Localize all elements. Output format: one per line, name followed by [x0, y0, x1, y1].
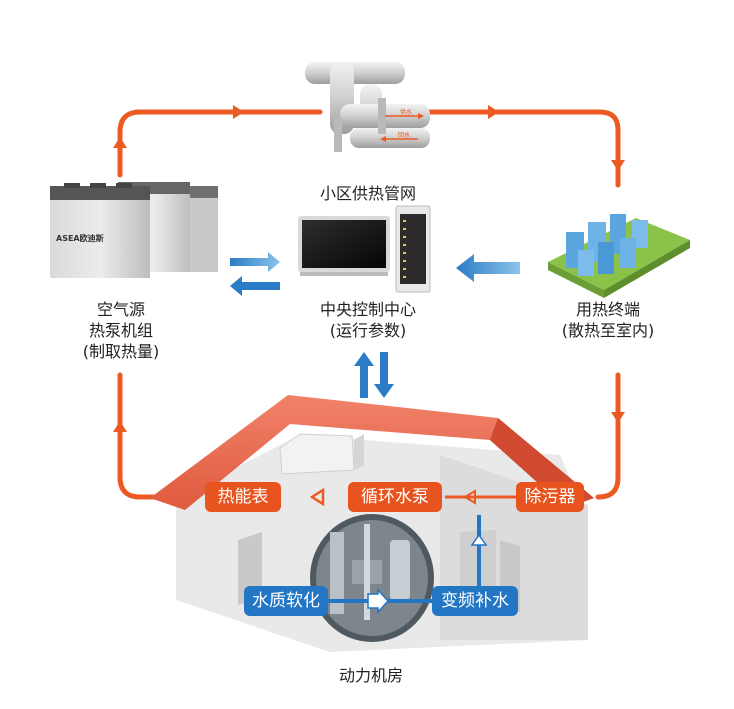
pipe-label-return: 回水	[398, 131, 410, 139]
flow-loop	[117, 109, 621, 500]
plant-room-label: 动力机房	[338, 666, 403, 685]
arrow-terminal-to-control	[456, 254, 520, 282]
water-softening-tag: 水质软化	[244, 586, 328, 616]
heat-pump-label: 空气源 热泵机组 (制取热量)	[66, 299, 176, 362]
pipe-label-supply: 供水	[400, 108, 412, 116]
heat-pump-label-line2: 热泵机组	[88, 321, 153, 340]
terminal-label: 用热终端 (散热至室内)	[548, 299, 668, 341]
control-center-label: 中央控制中心 (运行参数)	[303, 299, 433, 341]
pipe-network-label: 小区供热管网	[319, 184, 416, 203]
exchange-arrows-vertical	[354, 352, 394, 398]
buildings-icon	[548, 214, 690, 298]
exchange-arrows-left	[230, 252, 280, 296]
vfd-makeup-tag: 变频补水	[432, 586, 518, 616]
heat-meter-tag: 热能表	[205, 482, 281, 512]
heat-pump-label-line3: (制取热量)	[82, 342, 160, 361]
circulation-pump-tag: 循环水泵	[348, 482, 442, 512]
pipe-network-icon: 供水 回水	[305, 62, 430, 152]
heat-pump-icon: ASEA欧迪斯	[50, 182, 218, 278]
server-rack-icon	[395, 205, 431, 293]
terminal-label-line1: 用热终端	[575, 300, 640, 319]
terminal-label-line2: (散热至室内)	[561, 321, 655, 340]
brand-logo: ASEA欧迪斯	[56, 233, 104, 243]
control-center-label-line1: 中央控制中心	[319, 300, 416, 319]
heat-pump-label-line1: 空气源	[96, 300, 145, 319]
dirt-separator-tag: 除污器	[516, 482, 584, 512]
equipment-photo-icon	[310, 514, 434, 642]
monitor-icon	[298, 216, 390, 276]
control-center-label-line2: (运行参数)	[329, 321, 407, 340]
house-flow	[309, 487, 518, 614]
